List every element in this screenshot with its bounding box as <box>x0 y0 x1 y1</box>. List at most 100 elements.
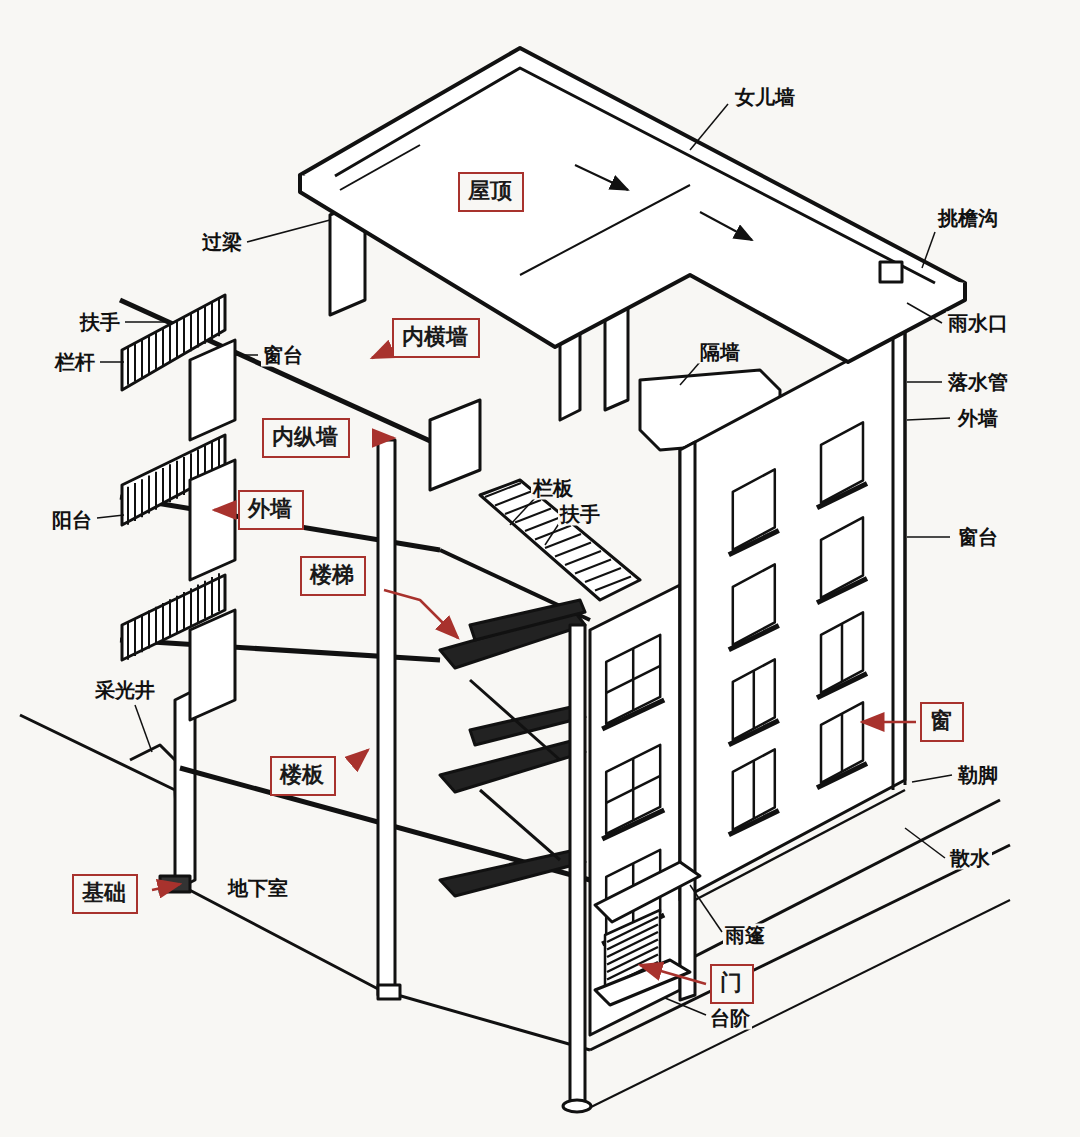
part-name: 楼板 <box>280 762 326 788</box>
pointer-arrow <box>862 721 916 724</box>
ground-line <box>20 715 180 880</box>
roof-slope <box>340 145 420 190</box>
column-footing <box>378 985 400 999</box>
window-mullion <box>753 671 756 729</box>
railing-bar <box>204 306 206 344</box>
stair-flight <box>480 790 560 860</box>
pointer-arrow <box>214 509 234 512</box>
stair-landing <box>440 850 585 896</box>
stair-step <box>515 509 551 523</box>
railing-bar <box>155 607 157 645</box>
leader-line <box>680 362 700 385</box>
part-name-box: 屋顶 <box>458 172 524 212</box>
stair-landing <box>470 600 585 640</box>
railing-bar <box>169 464 171 502</box>
railing-bar <box>162 328 164 366</box>
part-label: 扶手 <box>558 503 602 526</box>
wall <box>190 340 235 440</box>
part-label: 台阶 <box>708 1007 752 1030</box>
part-label: 散水 <box>948 847 992 870</box>
railing-bar <box>183 457 185 495</box>
railing-bar <box>211 302 213 340</box>
railing-bar <box>141 614 143 652</box>
wall <box>430 400 480 490</box>
leader-line <box>247 220 330 242</box>
pointer-arrow <box>378 437 394 440</box>
drain-arrow <box>575 165 628 190</box>
part-name: 基础 <box>82 880 128 906</box>
railing-bar <box>155 472 157 510</box>
railing-bar <box>127 622 129 660</box>
part-name: 屋顶 <box>468 178 514 204</box>
railing-bar <box>141 339 143 377</box>
leader-line <box>907 303 942 323</box>
railing-bar <box>155 332 157 370</box>
stair-step <box>585 568 621 582</box>
ground-line <box>590 845 1010 1050</box>
light-well <box>130 745 175 760</box>
window-mullion <box>841 714 844 772</box>
railing-bar <box>127 487 129 525</box>
window-sill <box>602 810 664 839</box>
railing-bar <box>176 321 178 359</box>
railing-bar <box>162 603 164 641</box>
downpipe <box>904 315 907 785</box>
part-label: 外墙 <box>956 407 1000 430</box>
part-label: 扶手 <box>78 311 122 334</box>
column-footing <box>563 1100 591 1112</box>
stair-flight <box>470 680 560 760</box>
railing-bar <box>134 483 136 521</box>
window-mullion <box>841 624 844 682</box>
facade <box>680 330 905 900</box>
canopy <box>595 862 700 922</box>
part-label: 落水管 <box>946 371 1010 394</box>
part-label: 阳台 <box>50 509 94 532</box>
pointer-arrow <box>372 350 390 358</box>
leader-line <box>922 232 935 268</box>
railing-bar <box>197 584 199 622</box>
leader-line <box>905 828 945 858</box>
window-sill <box>817 483 867 507</box>
leader-line <box>907 381 942 383</box>
window-sill <box>817 578 867 602</box>
part-name-box: 楼板 <box>270 756 336 796</box>
railing-bar <box>134 618 136 656</box>
part-name: 门 <box>720 970 744 996</box>
leader-line <box>97 515 124 518</box>
part-label: 雨篷 <box>723 924 767 947</box>
part-name: 窗 <box>930 708 954 734</box>
railing-bar <box>190 313 192 351</box>
wall <box>190 460 235 580</box>
part-label: 窗台 <box>956 526 1000 549</box>
part-label: 过梁 <box>200 231 244 254</box>
part-name: 内横墙 <box>402 324 470 350</box>
window <box>606 635 660 724</box>
railing-bar <box>211 577 213 615</box>
stair-landing <box>470 705 585 745</box>
stair-step <box>595 577 631 591</box>
railing-bar <box>134 343 136 381</box>
downpipe <box>892 320 895 790</box>
railing-bar <box>218 573 220 611</box>
column <box>378 440 395 995</box>
leader-line <box>135 705 152 752</box>
part-name-box: 窗 <box>920 702 964 742</box>
stair-step <box>555 543 591 557</box>
roof-edge <box>300 175 965 362</box>
leader-line <box>125 321 165 323</box>
railing-bar <box>197 309 199 347</box>
stair-step <box>485 483 521 497</box>
railing-bar <box>190 588 192 626</box>
leader-line <box>907 418 950 420</box>
part-label: 雨水口 <box>946 312 1010 335</box>
part-name-box: 内横墙 <box>392 318 480 358</box>
leader-line <box>907 536 950 538</box>
railing-bar <box>183 317 185 355</box>
leader-line <box>690 885 722 932</box>
part-label: 挑檐沟 <box>936 207 1000 230</box>
part-name-box: 内纵墙 <box>262 418 350 458</box>
part-label: 采光井 <box>93 679 157 702</box>
part-label: 栏板 <box>531 477 575 500</box>
window-transom <box>606 776 660 803</box>
